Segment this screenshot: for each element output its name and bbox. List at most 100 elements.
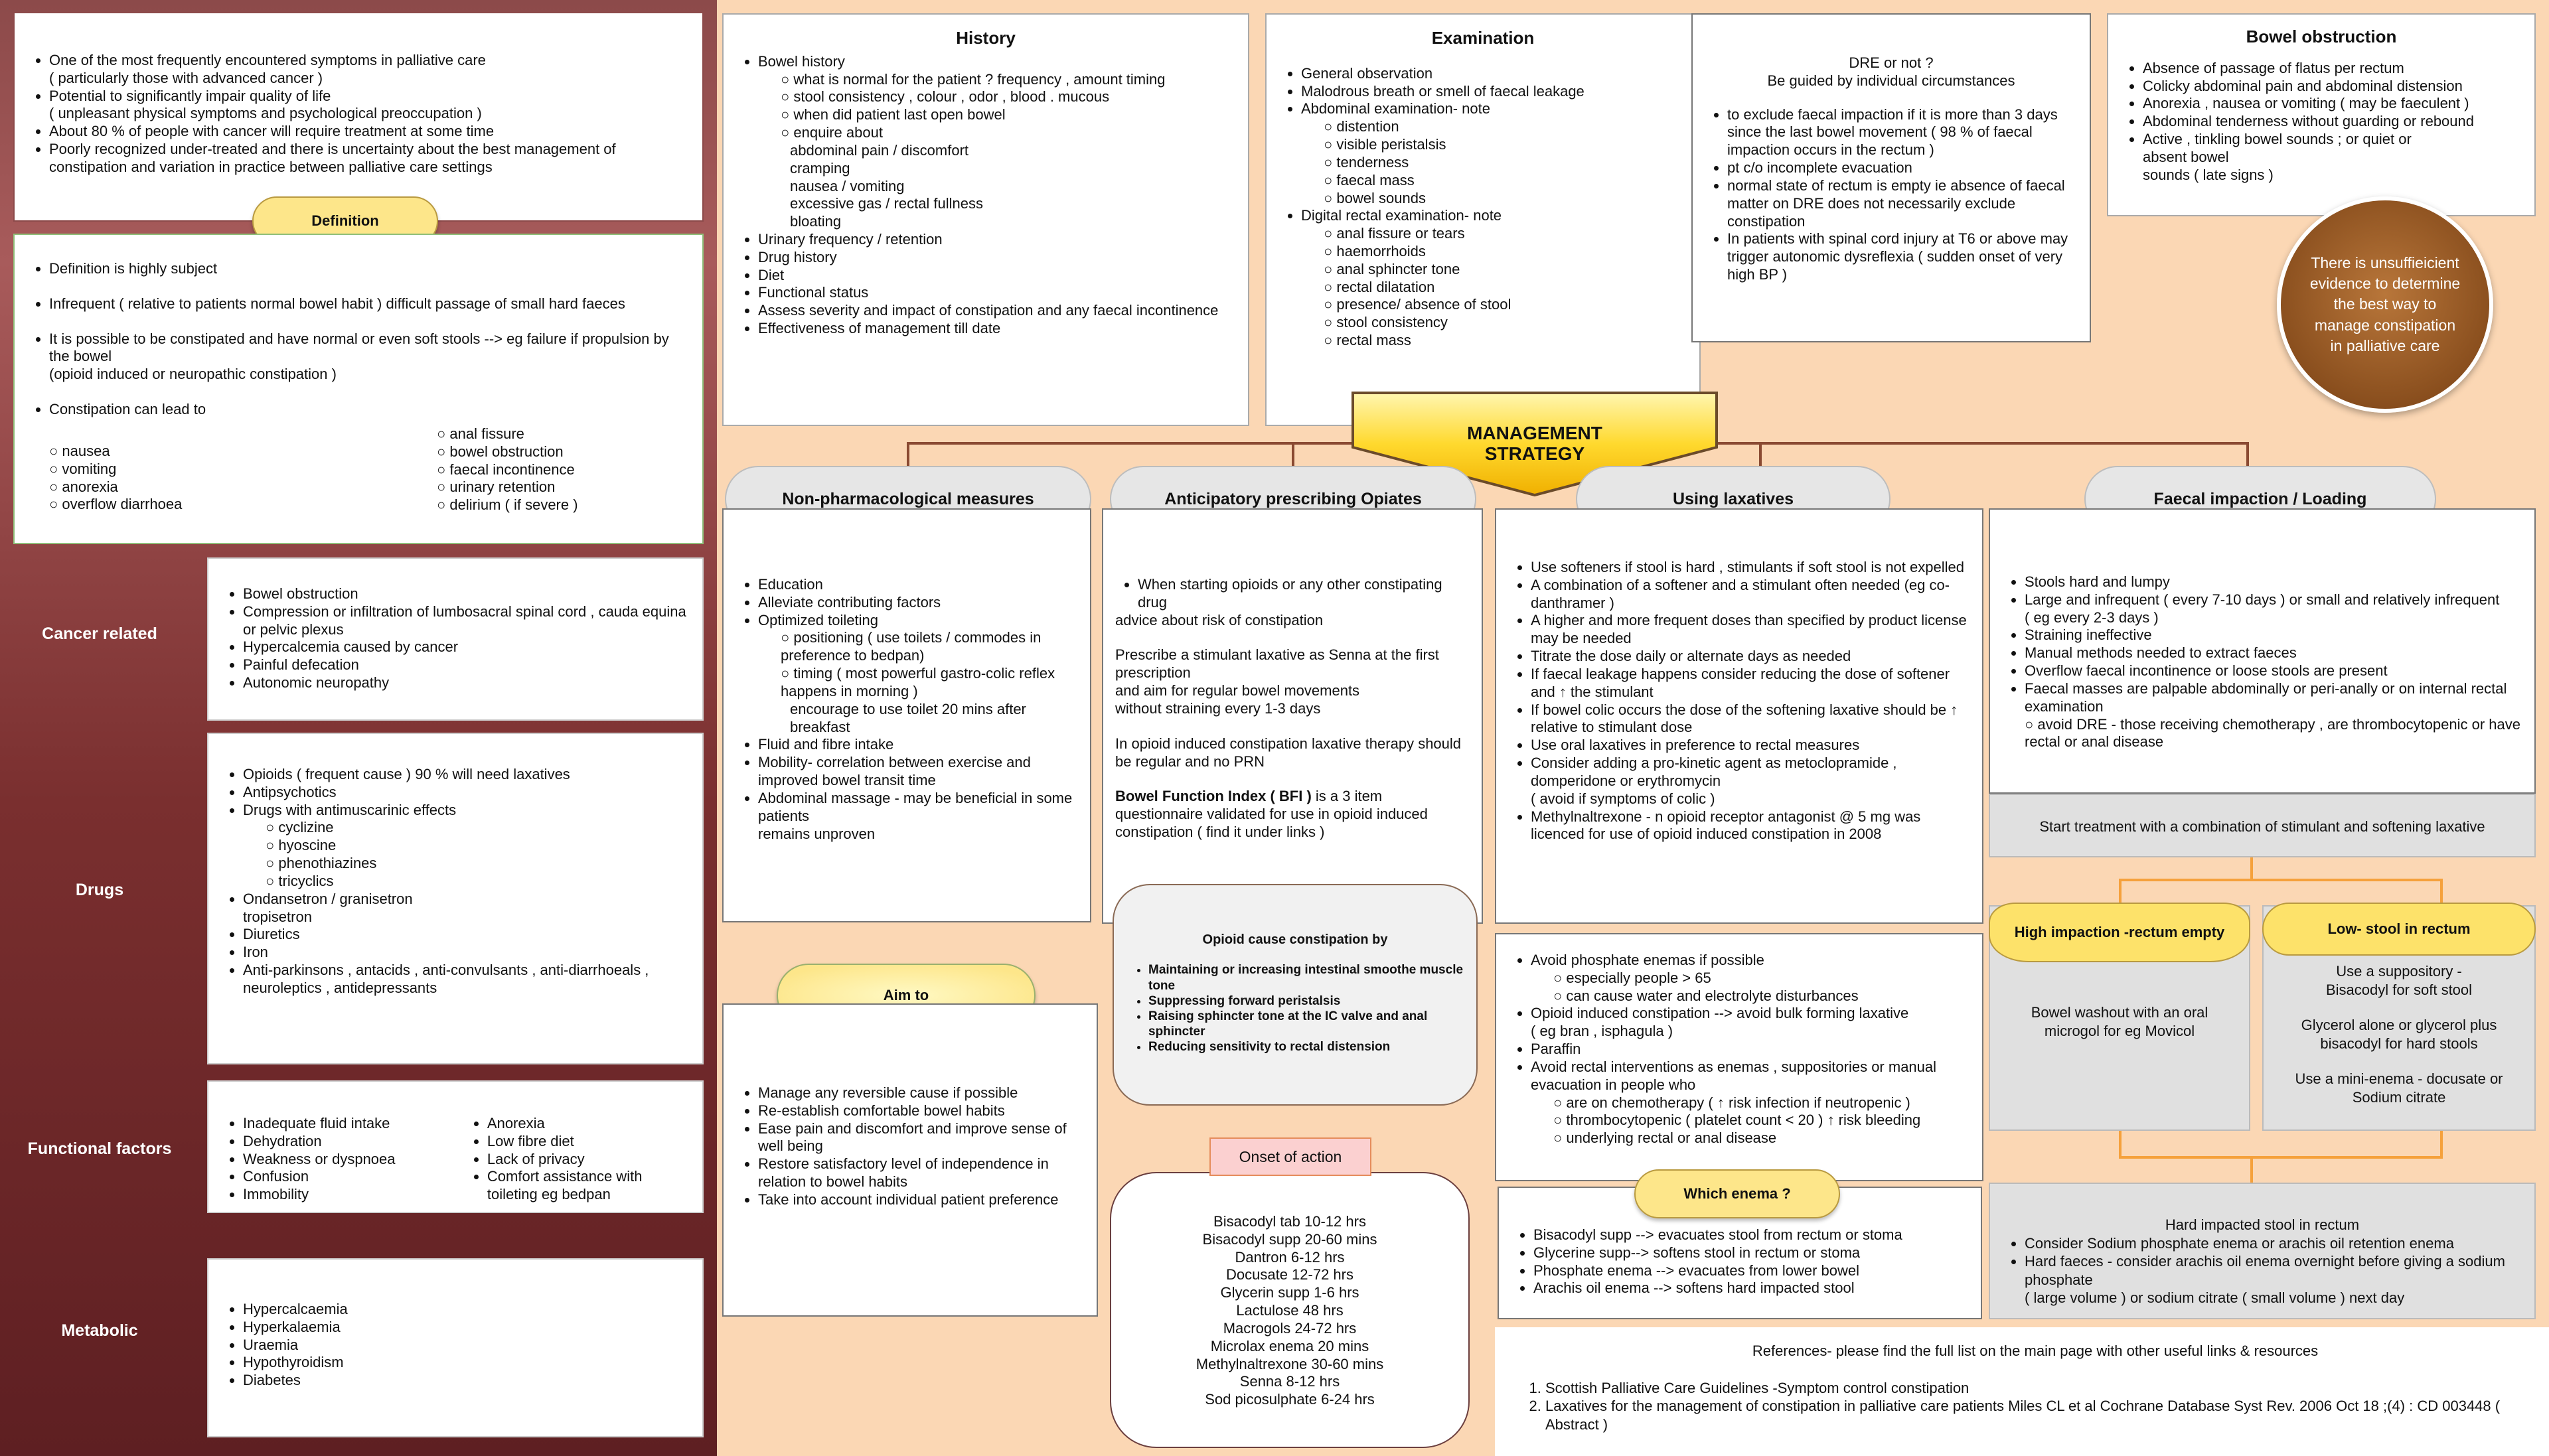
cancer-item: Compression or infiltration of lumbosacr… bbox=[243, 603, 690, 639]
definition-item: Constipation can lead to bbox=[49, 401, 690, 419]
impaction-item: Straining ineffective bbox=[2025, 626, 2522, 644]
exam-subitem: haemorrhoids bbox=[1324, 243, 1687, 261]
nonpharm-item: Abdominal massage - may be beneficial in… bbox=[758, 790, 1078, 826]
intro-line: ( particularly those with advanced cance… bbox=[49, 69, 323, 86]
high-impaction-text: Bowel washout with an oral microgol for … bbox=[2031, 1004, 2208, 1039]
low-stool-text: Bisacodyl for soft stool bbox=[2325, 981, 2473, 998]
connector-orange bbox=[2119, 879, 2443, 881]
aim-box: Manage any reversible cause if possible … bbox=[722, 1003, 1098, 1317]
history-subitem: stool consistency , colour , odor , bloo… bbox=[781, 88, 1236, 106]
metabolic-box: Hypercalcaemia Hyperkalaemia Uraemia Hyp… bbox=[207, 1258, 704, 1437]
drug-item: Anti-parkinsons , antacids , anti-convul… bbox=[243, 962, 690, 997]
dre-subtitle: Be guided by individual circumstances bbox=[1767, 72, 2015, 89]
functional-item: Weakness or dyspnoea bbox=[243, 1151, 465, 1169]
constipation-effects-left: nausea vomiting anorexia overflow diarrh… bbox=[27, 443, 414, 514]
nonpharm-item: Optimized toileting bbox=[758, 612, 1078, 630]
obstruction-item: Abdominal tenderness without guarding or… bbox=[2143, 113, 2522, 131]
functional-factors-box: Inadequate fluid intake Dehydration Weak… bbox=[207, 1080, 704, 1213]
onset-of-action-box: Bisacodyl tab 10-12 hrs Bisacodyl supp 2… bbox=[1110, 1172, 1470, 1448]
history-subitem: excessive gas / rectal fullness bbox=[790, 195, 984, 212]
impaction-item: Overflow faecal incontinence or loose st… bbox=[2025, 662, 2522, 680]
impaction-item: avoid DRE - those receiving chemotherapy… bbox=[2025, 716, 2522, 752]
exam-item: Abdominal examination- note bbox=[1301, 100, 1687, 118]
drug-item: Diuretics bbox=[243, 926, 690, 944]
history-item: Bowel history bbox=[758, 53, 1236, 71]
hard-impacted-box: Hard impacted stool in rectum Consider S… bbox=[1989, 1183, 2536, 1319]
phosphate-subitem: underlying rectal or anal disease bbox=[1553, 1129, 1970, 1147]
nonpharm-subitem: timing ( most powerful gastro-colic refl… bbox=[781, 665, 1078, 701]
nonpharm-item: Mobility- correlation between exercise a… bbox=[758, 754, 1078, 790]
reference-item: Laxatives for the management of constipa… bbox=[1545, 1397, 2536, 1433]
hard-impacted-item: ( large volume ) or sodium citrate ( sma… bbox=[2025, 1289, 2405, 1306]
high-impaction-label: High impaction -rectum empty bbox=[1989, 903, 2250, 962]
functional-item: Lack of privacy bbox=[487, 1151, 690, 1169]
obstruction-item: Active , tinkling bowel sounds ; or quie… bbox=[2143, 131, 2422, 167]
effect-item: bowel obstruction bbox=[437, 443, 578, 461]
aim-item: Restore satisfactory level of independen… bbox=[758, 1155, 1085, 1191]
connector-orange bbox=[2250, 1156, 2253, 1183]
drug-item: Antipsychotics bbox=[243, 784, 690, 802]
intro-line: One of the most frequently encountered s… bbox=[49, 52, 690, 70]
exam-subitem: distention bbox=[1324, 118, 1687, 136]
management-title-line1: MANAGEMENT bbox=[1467, 423, 1602, 443]
connector-orange bbox=[2119, 1156, 2443, 1159]
effect-item: overflow diarrhoea bbox=[49, 496, 414, 514]
drugs-box: Opioids ( frequent cause ) 90 % will nee… bbox=[207, 733, 704, 1064]
intro-box: One of the most frequently encountered s… bbox=[13, 12, 704, 222]
opiates-box: When starting opioids or any other const… bbox=[1102, 508, 1483, 924]
metabolic-item: Diabetes bbox=[243, 1372, 690, 1390]
phosphate-subitem: especially people > 65 bbox=[1553, 970, 1970, 987]
history-subitem: nausea / vomiting bbox=[790, 177, 905, 194]
cancer-item: Bowel obstruction bbox=[243, 585, 690, 603]
exam-item: General observation bbox=[1301, 65, 1687, 83]
history-subitem: enquire about bbox=[781, 124, 1236, 142]
functional-item: Low fibre diet bbox=[487, 1133, 690, 1151]
exam-item: Digital rectal examination- note bbox=[1301, 207, 1687, 225]
cancer-related-box: Bowel obstruction Compression or infiltr… bbox=[207, 557, 704, 721]
history-subitem: bloating bbox=[790, 213, 842, 230]
phosphate-subitem: thrombocytopenic ( platelet count < 20 )… bbox=[1553, 1112, 1970, 1129]
hard-impacted-title: Hard impacted stool in rectum bbox=[2165, 1216, 2360, 1233]
references-box: References- please find the full list on… bbox=[1495, 1327, 2549, 1456]
opiates-text: In opioid induced constipation laxative … bbox=[1115, 735, 1462, 770]
onset-item: Lactulose 48 hrs bbox=[1236, 1302, 1344, 1319]
exam-subitem: stool consistency bbox=[1324, 314, 1687, 332]
intro-line: Potential to significantly impair qualit… bbox=[49, 88, 690, 106]
which-enema-label: Which enema ? bbox=[1634, 1169, 1840, 1218]
laxative-item: ( avoid if symptoms of colic ) bbox=[1531, 790, 1715, 807]
drug-item: Opioids ( frequent cause ) 90 % will nee… bbox=[243, 766, 690, 784]
drug-item: Iron bbox=[243, 944, 690, 962]
onset-of-action-label: Onset of action bbox=[1209, 1137, 1371, 1176]
nonpharm-item: Alleviate contributing factors bbox=[758, 594, 1078, 612]
exam-subitem: anal fissure or tears bbox=[1324, 225, 1687, 243]
laxatives-box: Use softeners if stool is hard , stimula… bbox=[1495, 508, 1983, 924]
definition-item: It is possible to be constipated and hav… bbox=[49, 330, 690, 366]
nonpharm-subitem: positioning ( use toilets / commodes in … bbox=[781, 629, 1078, 665]
functional-item: Dehydration bbox=[243, 1133, 465, 1151]
nonpharm-subitem: encourage to use toilet 20 mins after br… bbox=[790, 700, 1026, 735]
history-item: Functional status bbox=[758, 284, 1236, 302]
onset-item: Dantron 6-12 hrs bbox=[1235, 1248, 1345, 1266]
impaction-item: Faecal masses are palpable abdominally o… bbox=[2025, 680, 2522, 716]
effect-item: nausea bbox=[49, 443, 414, 461]
low-stool-text: Use a suppository - bbox=[2336, 963, 2462, 980]
aim-item: Manage any reversible cause if possible bbox=[758, 1084, 1085, 1102]
start-treatment-box: Start treatment with a combination of st… bbox=[1989, 794, 2536, 857]
obstruction-item: sounds ( late signs ) bbox=[2143, 166, 2274, 183]
opioid-cause-item: Raising sphincter tone at the IC valve a… bbox=[1148, 1009, 1464, 1039]
low-stool-text: Use a mini-enema - docusate or Sodium ci… bbox=[2295, 1070, 2503, 1106]
definition-box: Definition is highly subject Infrequent … bbox=[13, 234, 704, 544]
definition-item: Definition is highly subject bbox=[49, 260, 690, 278]
onset-item: Macrogols 24-72 hrs bbox=[1223, 1319, 1357, 1337]
faecal-impaction-box: Stools hard and lumpy Large and infreque… bbox=[1989, 508, 2536, 794]
bfi-text: Bowel Function Index ( BFI ) is a 3 item… bbox=[1115, 788, 1470, 841]
opioid-cause-title: Opioid cause constipation by bbox=[1202, 932, 1388, 947]
onset-item: Glycerin supp 1-6 hrs bbox=[1220, 1284, 1359, 1301]
opiates-item: When starting opioids or any other const… bbox=[1138, 576, 1470, 612]
dre-title: DRE or not ? bbox=[1849, 54, 1934, 71]
opioid-cause-item: Reducing sensitivity to rectal distensio… bbox=[1148, 1039, 1464, 1055]
exam-subitem: anal sphincter tone bbox=[1324, 261, 1687, 279]
intro-line: About 80 % of people with cancer will re… bbox=[49, 123, 690, 141]
laxative-item: Use softeners if stool is hard , stimula… bbox=[1531, 559, 1970, 577]
metabolic-item: Hyperkalaemia bbox=[243, 1319, 690, 1337]
